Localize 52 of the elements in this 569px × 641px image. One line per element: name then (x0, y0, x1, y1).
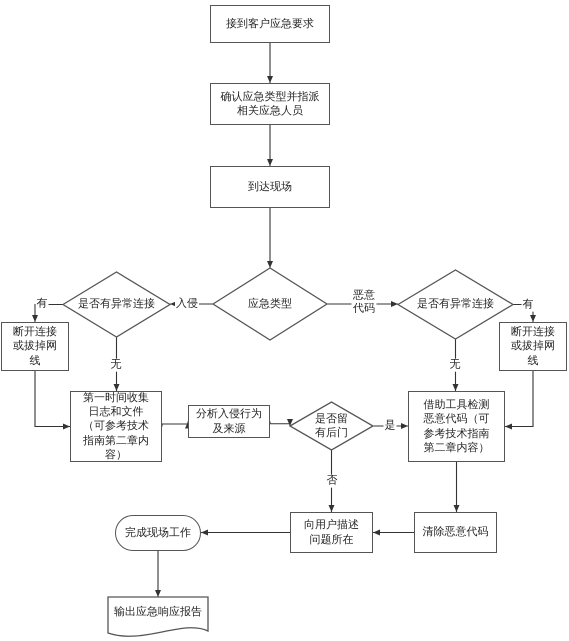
process-box (188, 405, 270, 438)
process-box (210, 166, 330, 208)
edge-label: 否 (326, 474, 338, 488)
edge-label: 有 (522, 298, 534, 312)
arrow (267, 43, 273, 83)
arrow (373, 423, 408, 429)
node-text: 是否留有后门 (315, 412, 348, 440)
arrow (34, 371, 70, 430)
terminator (115, 515, 201, 551)
node-text: 断开连接或拔掉网线 (511, 325, 555, 368)
edge-label: 有 (36, 298, 48, 310)
process-box (210, 5, 330, 43)
node-text: 断开连接或拔掉网线 (13, 325, 57, 368)
arrow (267, 208, 273, 268)
decision-diamond (213, 268, 327, 340)
arrow (505, 371, 534, 430)
process-box (408, 391, 505, 462)
node-text: 分析入侵行为及来源 (196, 407, 262, 436)
node-text: 确认应急类型并指派相关应急人员 (220, 90, 320, 118)
arrow (269, 419, 293, 426)
process-box (499, 322, 567, 371)
node-text: 第一时间收集日志和文件（可参考技术指南第二章内容） (83, 390, 149, 462)
node-text: 是否有异常连接 (416, 297, 495, 312)
node-text: 向用户描述问题所在 (304, 518, 359, 547)
edge-label: 恶意代码 (351, 289, 377, 315)
decision-diamond (398, 270, 513, 339)
node-text: 借助工具检测恶意代码（可参考技术指南第二章内容） (424, 398, 490, 456)
arrow (513, 304, 536, 322)
process-box (1, 322, 69, 371)
arrow (155, 551, 161, 597)
arrow (201, 530, 290, 536)
process-box (210, 83, 330, 125)
decision-diamond (290, 402, 373, 450)
process-box (290, 512, 373, 553)
document-shape (108, 597, 208, 637)
process-box (70, 391, 162, 462)
edge-label: 是 (384, 420, 396, 432)
edge-label: 无 (110, 358, 122, 372)
process-box (414, 512, 497, 553)
arrow (454, 462, 460, 512)
node-text: 完成现场工作 (124, 526, 192, 540)
node-text: 到达现场 (247, 180, 293, 194)
node-text: 清除恶意代码 (422, 525, 490, 540)
arrow (267, 125, 273, 166)
edge-label: 入侵 (175, 298, 199, 310)
node-text: 接到客户应急要求 (225, 16, 315, 32)
node-text: 应急类型 (247, 296, 293, 312)
node-text: 输出应急响应报告 (113, 605, 203, 620)
edge-label: 无 (448, 358, 462, 372)
decision-diamond (63, 272, 170, 337)
arrow (373, 530, 414, 536)
node-text: 是否有异常连接 (77, 297, 156, 312)
